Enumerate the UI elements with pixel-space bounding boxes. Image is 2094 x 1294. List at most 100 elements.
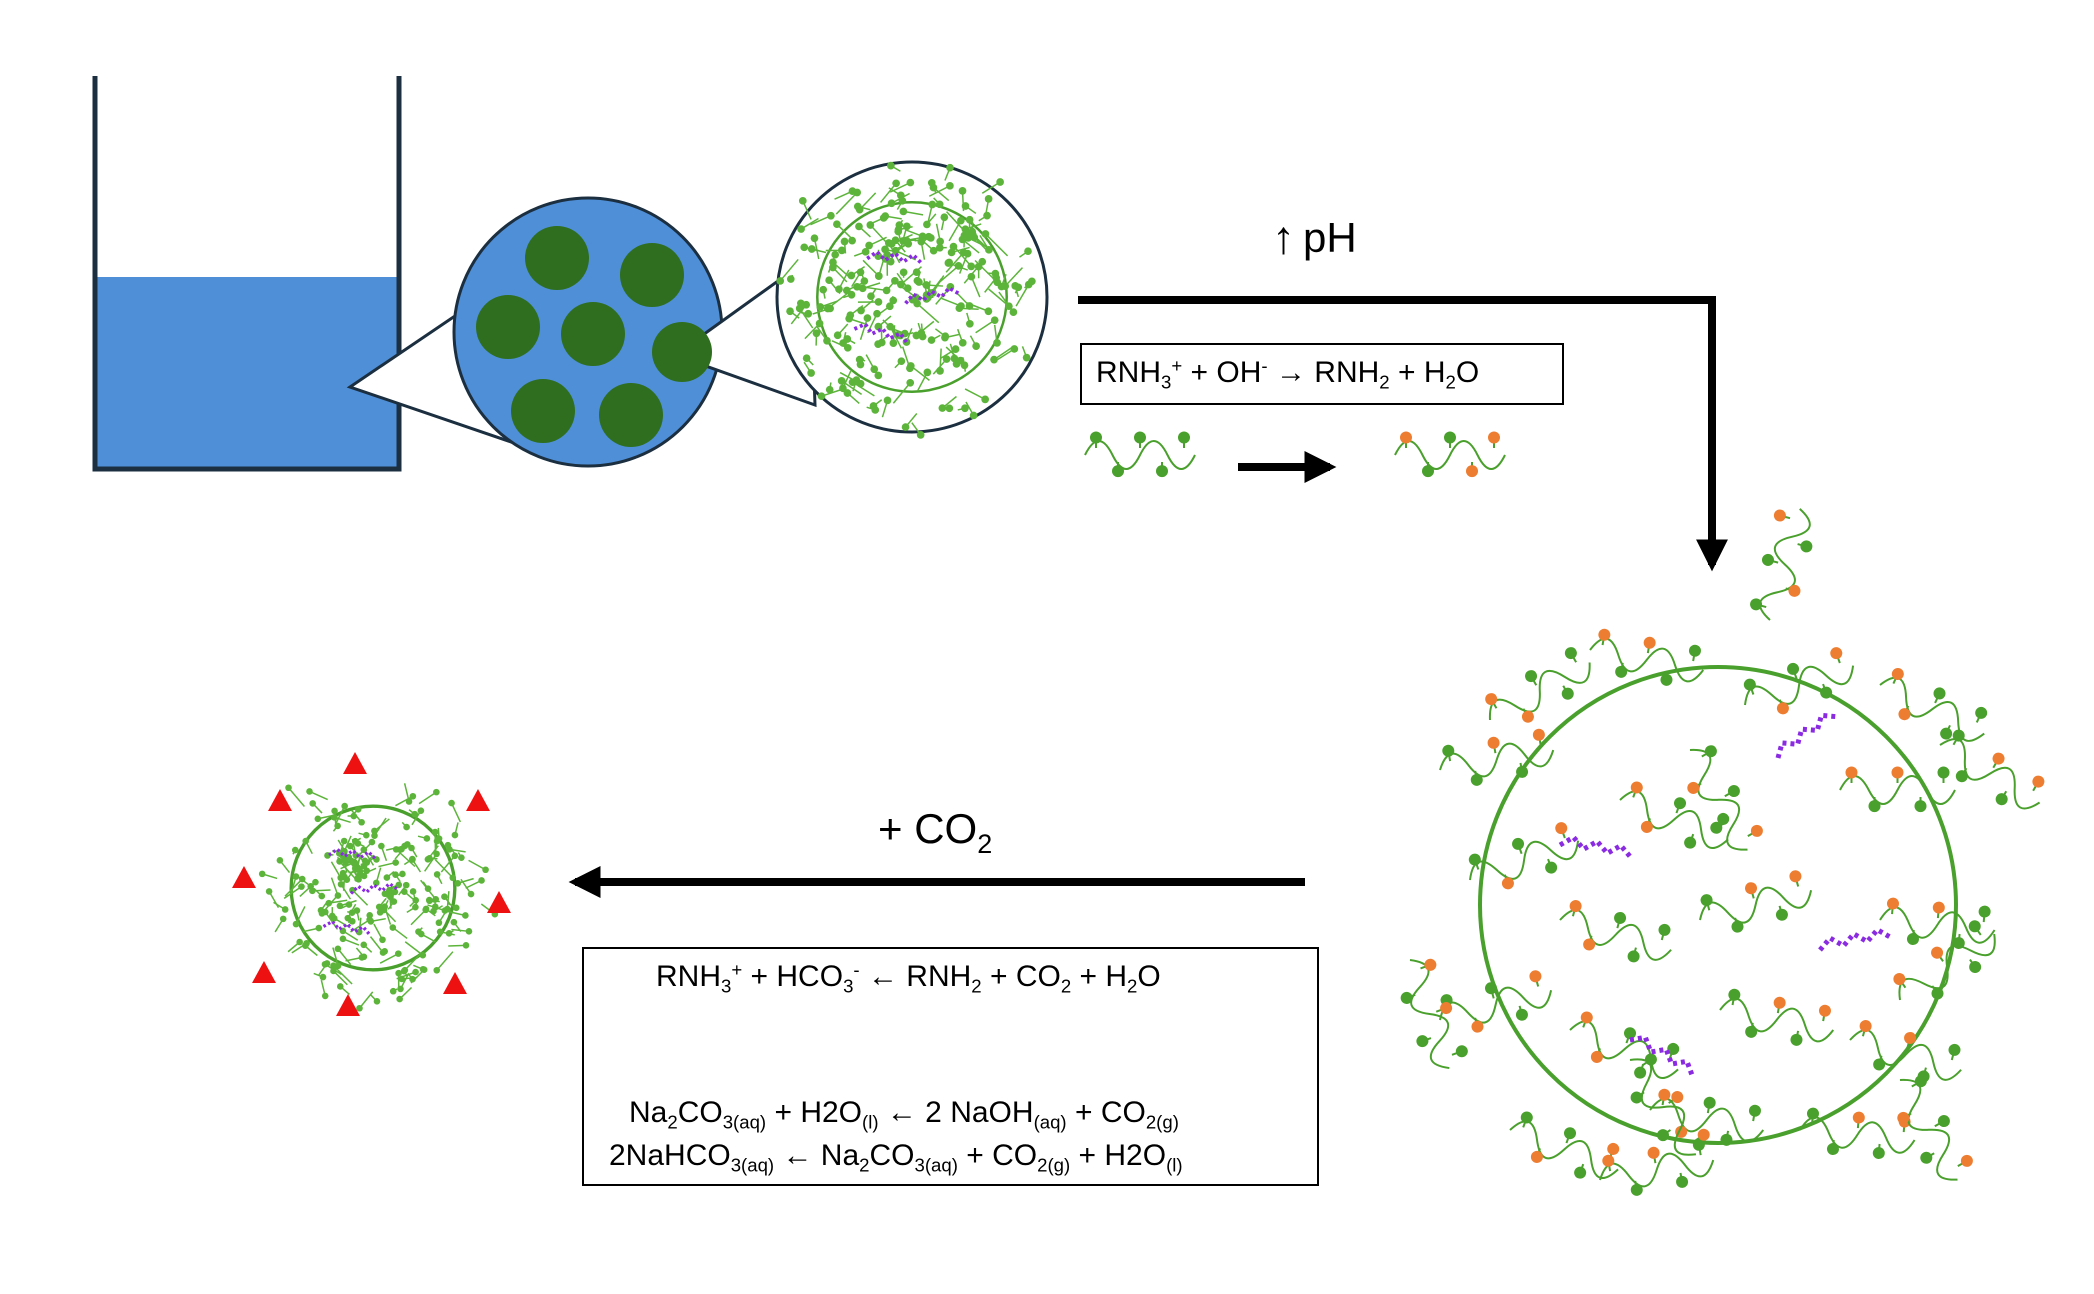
bead: [329, 913, 336, 920]
bead: [337, 903, 344, 910]
polymer-chain-icon: [1434, 968, 1557, 1042]
bead: [1688, 644, 1702, 658]
network-strand: [469, 860, 489, 873]
polymer-chain-icon: [1747, 503, 1821, 626]
bead: [341, 838, 348, 845]
bead: [340, 870, 347, 877]
triangle-icon: [336, 994, 360, 1016]
bead: [1444, 432, 1456, 444]
network-strand: [446, 846, 465, 853]
bead: [928, 336, 936, 344]
bead: [315, 815, 322, 822]
bead: [1730, 919, 1745, 934]
bead: [867, 292, 875, 300]
bead: [1422, 465, 1434, 477]
bead: [854, 203, 862, 211]
bead: [964, 250, 972, 258]
bead: [446, 930, 453, 937]
bead: [354, 907, 361, 914]
network-strand: [329, 907, 336, 919]
bead: [482, 866, 489, 873]
bead: [925, 233, 933, 241]
bead: [1892, 767, 1904, 779]
swollen-nanoparticle: [1389, 503, 2051, 1202]
bead: [834, 331, 842, 339]
bead: [1787, 583, 1802, 598]
bead: [338, 881, 345, 888]
bead: [957, 217, 965, 225]
network-strand: [466, 877, 485, 888]
bead: [341, 803, 348, 810]
bead: [384, 874, 391, 881]
polymer-chain-icon: [1085, 432, 1195, 478]
bead: [418, 807, 425, 814]
bead: [1896, 706, 1912, 722]
bead: [402, 967, 409, 974]
bead: [1773, 508, 1788, 523]
bead: [307, 883, 314, 890]
bead: [378, 843, 385, 850]
equation-box-bottom: RNH3+ + HCO3- ← RNH2 + CO2 + H2O Na2CO3(…: [582, 947, 1319, 1186]
bead: [849, 187, 857, 195]
eq-sub: 2: [859, 1155, 869, 1176]
bead: [961, 361, 969, 369]
bead: [776, 277, 784, 285]
bead: [382, 890, 389, 897]
bead: [1510, 836, 1525, 851]
bead: [468, 891, 475, 898]
bead: [406, 798, 413, 805]
network-strand: [402, 822, 410, 830]
bead: [371, 828, 378, 835]
bead: [991, 316, 999, 324]
bead: [1890, 666, 1906, 682]
triangle-icon: [252, 961, 276, 983]
polymer-chain-icon: [1478, 642, 1600, 739]
bead: [886, 302, 894, 310]
equation-carbamate: RNH3+ + HCO3- ← RNH2 + CO2 + H2O: [656, 959, 1161, 998]
bead: [1028, 277, 1036, 285]
bead: [875, 298, 883, 306]
bead: [982, 230, 990, 238]
network-strand: [346, 954, 366, 961]
bead: [1936, 1113, 1952, 1129]
bead: [1643, 1051, 1660, 1068]
bead: [819, 286, 827, 294]
bead: [1134, 432, 1146, 444]
bead: [831, 251, 839, 259]
bead: [825, 276, 833, 284]
bead: [811, 234, 819, 242]
bead: [952, 345, 960, 353]
bead: [797, 225, 805, 233]
equation-sodium-carbonate: Na2CO3(aq) + H2O(l) ← 2 NaOH(aq) + CO2(g…: [629, 1096, 1179, 1134]
bead: [1990, 750, 2006, 766]
bead: [824, 305, 832, 313]
bead: [936, 238, 944, 246]
bead: [293, 873, 300, 880]
bead: [892, 247, 900, 255]
bead: [345, 915, 352, 922]
bead: [1589, 1049, 1604, 1064]
bead: [412, 969, 419, 976]
bead: [808, 245, 816, 253]
bead: [857, 307, 865, 315]
bead: [410, 888, 417, 895]
eq-text: + OH: [1182, 356, 1261, 389]
bead: [829, 264, 837, 272]
bead: [363, 832, 370, 839]
bead: [426, 855, 433, 862]
network-strand: [373, 868, 381, 887]
bead: [1799, 539, 1814, 554]
bead: [1562, 1126, 1577, 1141]
network-strand: [418, 835, 430, 842]
bead: [356, 1005, 363, 1012]
bead: [900, 268, 908, 276]
bead: [463, 942, 470, 949]
bead: [1675, 1175, 1689, 1189]
ph-label: pH: [1303, 214, 1357, 261]
bead: [449, 874, 456, 881]
bead: [1543, 860, 1558, 875]
bead: [866, 221, 874, 229]
bead: [1112, 465, 1124, 477]
bead: [433, 967, 440, 974]
